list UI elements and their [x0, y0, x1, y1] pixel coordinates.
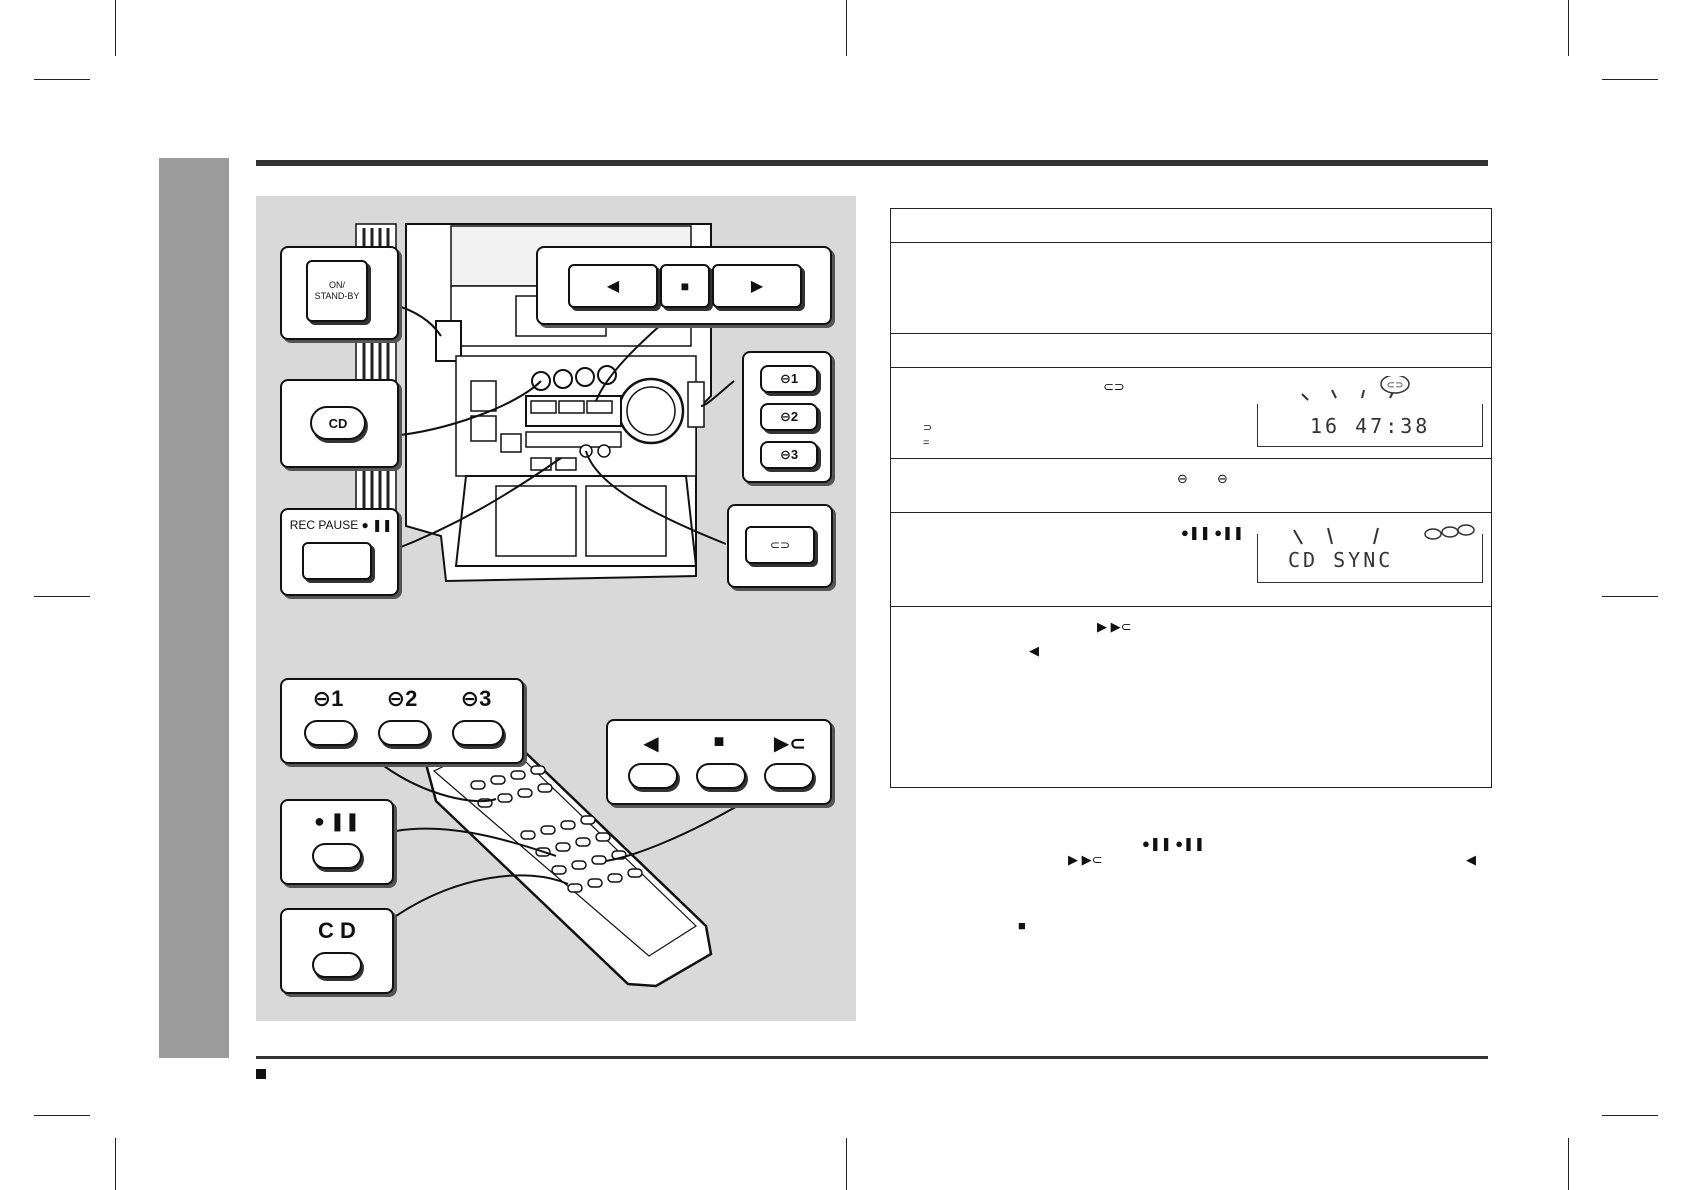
callout-remote-cd: C D [280, 908, 394, 994]
remote-disc3-label: ⊖3 [460, 686, 492, 711]
remote-disc1-label: ⊖1 [312, 686, 344, 711]
note2-rewind-icon: ◀ [1466, 852, 1476, 867]
note2-play-icon: ▶ ▶⊂ [1068, 852, 1103, 867]
callout-transport: ◀ ■ ▶ [536, 246, 832, 325]
remote-rec-pause-button[interactable] [312, 843, 362, 869]
crop-mark [1602, 1115, 1658, 1116]
cd-button-label: CD [328, 415, 348, 431]
remote-disc3-button[interactable] [452, 720, 504, 746]
disc1-label: ⊖1 [779, 371, 799, 386]
step-divider [891, 458, 1491, 459]
rec-pause-label: REC PAUSE ● ❚❚ [289, 518, 393, 532]
illustration-panel: ON/ STAND-BY CD REC PAUSE ● ❚❚ ◀ ■ ▶ ⊖1 … [256, 196, 856, 1021]
remote-stop-button[interactable] [696, 763, 746, 789]
step4-reverse-icon: = [923, 437, 930, 449]
power-button[interactable]: ON/ STAND-BY [306, 260, 368, 322]
callout-remote-transport: ◀ ■ ▶⊂ [606, 719, 832, 805]
cd-button[interactable]: CD [310, 406, 366, 440]
remote-disc2-button[interactable] [378, 720, 430, 746]
step4-one-way-icon: ⊃ [923, 422, 933, 434]
disc2-label: ⊖2 [779, 409, 799, 424]
crop-mark [115, 0, 116, 56]
lcd-segments: ⊂⊃ [1301, 376, 1410, 401]
remote-cd-label: C D [318, 918, 356, 943]
step-divider [891, 242, 1491, 243]
remote-play-repeat-icon: ▶⊂ [773, 733, 807, 755]
step6-rec-pause-icon: ●❚❚ ●❚❚ [1181, 525, 1244, 540]
remote-stop-icon: ■ [713, 731, 725, 751]
footer-bullet [256, 1069, 266, 1079]
step-divider [891, 333, 1491, 334]
svg-text:⊂⊃: ⊂⊃ [1387, 380, 1404, 391]
callout-remote-disc: ⊖1 ⊖2 ⊖3 [280, 678, 524, 764]
crop-mark [1568, 0, 1569, 56]
play-icon: ▶ [750, 278, 764, 295]
callout-disc-buttons: ⊖1 ⊖2 ⊖3 [742, 351, 832, 483]
callout-remote-rec-pause: ● ❚❚ [280, 799, 394, 885]
step4-tape-direction-icon: ⊂⊃ [1103, 379, 1125, 394]
tape-direction-icon: ⊂⊃ [769, 538, 791, 552]
remote-cd-button[interactable] [312, 952, 362, 978]
rewind-button[interactable]: ◀ [568, 264, 658, 308]
callout-cd: CD [280, 379, 399, 468]
step-divider [891, 367, 1491, 368]
disc3-button[interactable]: ⊖3 [760, 441, 818, 469]
disc3-label: ⊖3 [779, 447, 799, 462]
crop-mark [1602, 79, 1658, 80]
step-divider [891, 606, 1491, 607]
crop-mark [846, 0, 847, 56]
rec-pause-button[interactable] [302, 542, 372, 580]
rewind-icon: ◀ [606, 278, 620, 295]
remote-rec-pause-label: ● ❚❚ [313, 811, 361, 831]
step5-disc-icon-b: ⊖ [1217, 471, 1228, 486]
step4-lcd-text: 16 47:38 [1310, 414, 1431, 438]
remote-play-button[interactable] [764, 763, 814, 789]
lcd-segments [1293, 524, 1475, 545]
play-button[interactable]: ▶ [712, 264, 802, 308]
crop-mark [34, 1115, 90, 1116]
note3-stop-icon: ■ [1018, 918, 1026, 933]
steps-table: ⊂⊃ ⊃ = ⊂⊃ 16 47:38 ⊖ ⊖ ●❚❚ ●❚❚ CD SYNC [890, 208, 1492, 788]
callout-tape-direction: ⊂⊃ [727, 504, 833, 588]
callout-rec-pause: REC PAUSE ● ❚❚ [280, 508, 399, 596]
remote-disc2-label: ⊖2 [386, 686, 418, 711]
crop-mark [846, 1138, 847, 1190]
power-button-label: ON/ STAND-BY [314, 280, 360, 301]
disc1-button[interactable]: ⊖1 [760, 365, 818, 393]
step6-lcd-display: CD SYNC [1257, 524, 1483, 583]
crop-mark [1568, 1138, 1569, 1190]
step4-lcd-display: ⊂⊃ 16 47:38 [1257, 376, 1483, 447]
tape-direction-button[interactable]: ⊂⊃ [745, 526, 815, 564]
callout-power: ON/ STAND-BY [280, 246, 399, 340]
header-rule [256, 160, 1488, 166]
crop-mark [34, 79, 90, 80]
step-divider [891, 512, 1491, 513]
crop-mark [1602, 596, 1658, 597]
section-side-tab [159, 158, 229, 1058]
step7-play-icon: ▶ ▶⊂ [1097, 619, 1132, 634]
step6-lcd-text: CD SYNC [1288, 548, 1394, 572]
stop-icon: ■ [680, 278, 690, 294]
remote-rewind-icon: ◀ [643, 733, 659, 755]
remote-disc1-button[interactable] [304, 720, 356, 746]
disc2-button[interactable]: ⊖2 [760, 403, 818, 431]
stop-button[interactable]: ■ [660, 264, 710, 308]
step5-disc-icon-a: ⊖ [1177, 471, 1188, 486]
crop-mark [115, 1138, 116, 1190]
note1-rec-pause-icon: ●❚❚ ●❚❚ [1142, 836, 1205, 851]
remote-rewind-button[interactable] [628, 763, 678, 789]
crop-mark [34, 596, 90, 597]
footer-rule [256, 1056, 1488, 1059]
step7-rewind-icon: ◀ [1029, 643, 1039, 658]
